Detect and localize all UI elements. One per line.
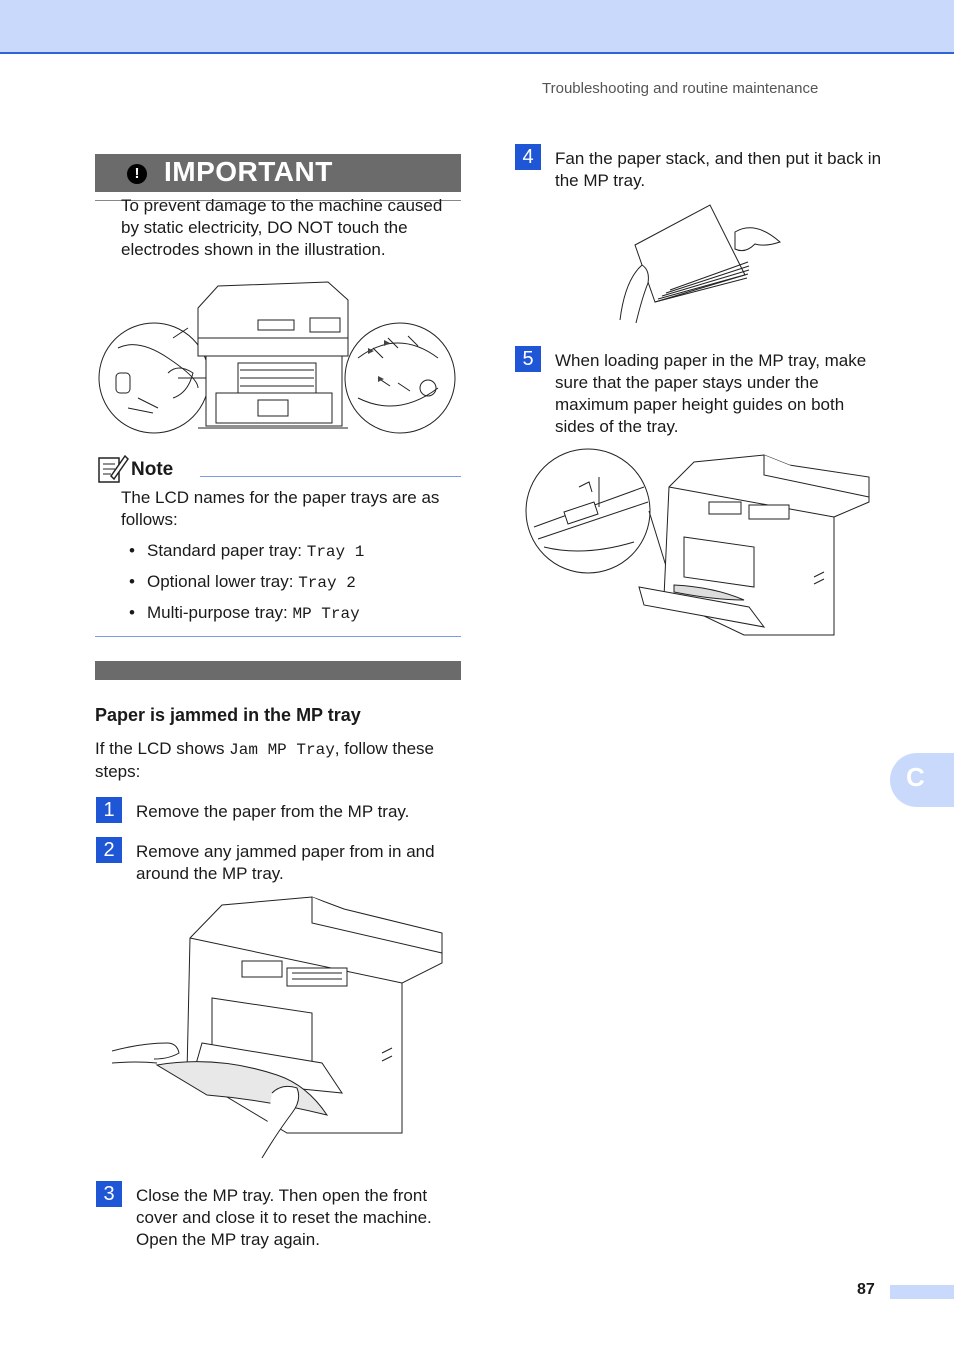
step-number-badge: 1	[96, 797, 122, 823]
important-banner	[95, 154, 461, 192]
page-number: 87	[857, 1281, 875, 1298]
section-title: Paper is jammed in the MP tray	[95, 705, 361, 725]
step-text: Remove the paper from the MP tray.	[136, 802, 410, 821]
important-text: To prevent damage to the machine caused …	[121, 196, 443, 259]
top-band	[0, 0, 954, 54]
step-number-badge: 3	[96, 1181, 122, 1207]
section-bar	[95, 661, 461, 680]
exclamation-icon: !	[127, 164, 147, 184]
page-number-bar	[890, 1285, 954, 1299]
important-title: IMPORTANT	[164, 156, 333, 187]
note-list-item: •Standard paper tray: Tray 1	[129, 541, 365, 561]
mp-tray-illustration	[524, 447, 874, 642]
electrodes-illustration	[98, 278, 458, 438]
step-text: Close the MP tray. Then open the front c…	[136, 1186, 432, 1249]
running-header: Troubleshooting and routine maintenance	[542, 80, 819, 97]
note-list-item: •Multi-purpose tray: MP Tray	[129, 603, 360, 623]
jammed-paper-illustration	[112, 893, 447, 1165]
note-intro: The LCD names for the paper trays are as…	[121, 488, 440, 529]
fan-paper-illustration	[610, 200, 785, 330]
note-rule	[200, 476, 461, 477]
step-number-badge: 2	[96, 837, 122, 863]
section-intro: If the LCD shows Jam MP Tray, follow the…	[95, 739, 435, 781]
note-title: Note	[131, 459, 174, 480]
note-list-item: •Optional lower tray: Tray 2	[129, 572, 356, 592]
step-text: Remove any jammed paper from in and arou…	[136, 842, 435, 883]
step-text: When loading paper in the MP tray, make …	[555, 351, 867, 436]
important-divider	[95, 200, 461, 201]
step-text: Fan the paper stack, and then put it bac…	[555, 149, 882, 190]
step-number-badge: 4	[515, 144, 541, 170]
chapter-tab-letter: C	[906, 762, 925, 792]
note-pencil-icon	[98, 454, 129, 483]
step-number-badge: 5	[515, 346, 541, 372]
note-bottom-rule	[95, 636, 461, 637]
chapter-tab	[890, 753, 954, 807]
